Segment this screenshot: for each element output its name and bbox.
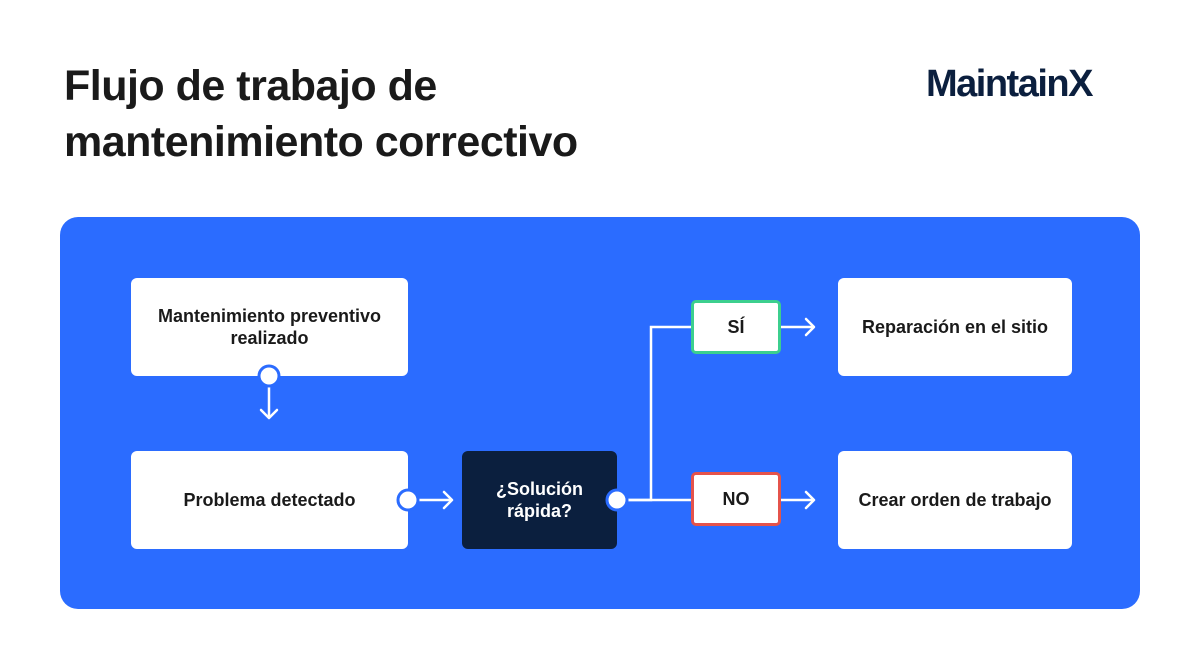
page-title: Flujo de trabajo de mantenimiento correc… — [64, 58, 578, 170]
branch-yes-tag: SÍ — [691, 300, 781, 354]
branch-no-label: NO — [722, 488, 750, 509]
node-create-work-order-label: Crear orden de trabajo — [858, 490, 1052, 510]
node-preventive-maintenance: Mantenimiento preventivo realizado — [131, 278, 408, 376]
node-quick-fix-decision: ¿Solución rápida? — [462, 451, 617, 549]
page-title-line-1: Flujo de trabajo de — [64, 62, 437, 110]
node-onsite-repair-label: Reparación en el sitio — [861, 317, 1049, 337]
node-preventive-maintenance-label: Mantenimiento preventivo realizado — [157, 306, 382, 348]
node-problem-detected-label: Problema detectado — [183, 490, 356, 510]
maintainx-logo: MaintainX — [926, 63, 1093, 105]
node-onsite-repair: Reparación en el sitio — [838, 278, 1072, 376]
node-create-work-order: Crear orden de trabajo — [838, 451, 1072, 549]
node-problem-detected: Problema detectado — [131, 451, 408, 549]
branch-yes-label: SÍ — [727, 316, 745, 337]
page-title-line-2: mantenimiento correctivo — [64, 118, 578, 166]
workflow-panel — [60, 217, 1140, 609]
branch-no-tag: NO — [691, 472, 781, 526]
node-quick-fix-decision-label: ¿Solución rápida? — [496, 479, 583, 521]
